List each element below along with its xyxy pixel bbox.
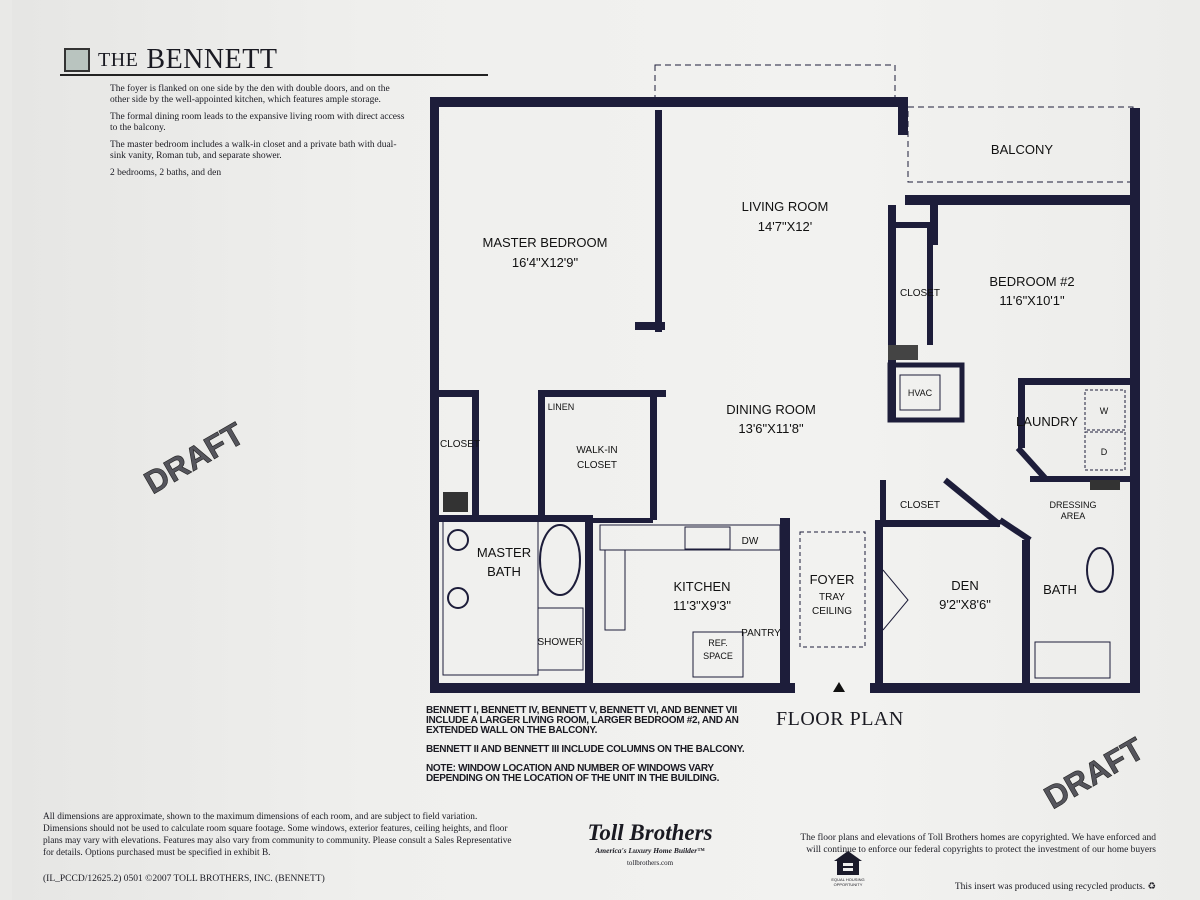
room-master-bath: MASTER bbox=[477, 545, 531, 560]
room-living-dim: 14'7"X12' bbox=[758, 219, 812, 234]
room-balcony: BALCONY bbox=[991, 142, 1053, 157]
room-foyer: FOYER bbox=[810, 572, 855, 587]
equal-housing-text: EQUAL HOUSING OPPORTUNITY bbox=[831, 877, 865, 887]
room-bedroom2-dim: 11'6"X10'1" bbox=[999, 293, 1065, 308]
room-dining-dim: 13'6"X11'8" bbox=[738, 421, 804, 436]
brand-url: tollbrothers.com bbox=[626, 859, 674, 867]
toll-brothers-logo: Toll Brothers America's Luxury Home Buil… bbox=[570, 820, 730, 867]
disclaimer: All dimensions are approximate, shown to… bbox=[43, 812, 512, 858]
walls bbox=[430, 97, 1140, 693]
description-summary: 2 bedrooms, 2 baths, and den bbox=[110, 168, 222, 178]
description-paragraph: The foyer is flanked on one side by the … bbox=[110, 84, 390, 105]
room-master-bath: BATH bbox=[487, 564, 521, 579]
fixtures bbox=[442, 64, 1134, 692]
room-closet: CLOSET bbox=[900, 500, 940, 511]
title-name: BENNETT bbox=[146, 44, 278, 75]
note: BENNETT II AND BENNETT III INCLUDE COLUM… bbox=[426, 744, 745, 755]
room-kitchen: KITCHEN bbox=[673, 579, 730, 594]
room-walkin: CLOSET bbox=[577, 460, 617, 471]
room-pantry: PANTRY bbox=[741, 628, 781, 639]
copyright-notice: The floor plans and elevations of Toll B… bbox=[800, 833, 1156, 855]
tray-ceiling: TRAY bbox=[819, 592, 845, 603]
room-walkin: WALK-IN bbox=[576, 445, 617, 456]
description: The foyer is flanked on one side by the … bbox=[110, 84, 410, 186]
ref-space: REF. bbox=[708, 638, 728, 648]
brand-tagline: America's Luxury Home Builder™ bbox=[595, 846, 705, 855]
room-laundry: LAUNDRY bbox=[1016, 414, 1078, 429]
dishwasher-label: DW bbox=[742, 536, 759, 547]
room-living: LIVING ROOM bbox=[742, 199, 829, 214]
title-rule bbox=[60, 74, 488, 76]
room-den-dim: 9'2"X8'6" bbox=[939, 597, 991, 612]
page-title: THE BENNETT bbox=[64, 44, 277, 76]
room-master: MASTER BEDROOM bbox=[483, 235, 608, 250]
floor-plan-label: FLOOR PLAN bbox=[776, 708, 904, 730]
description-paragraph: The master bedroom includes a walk-in cl… bbox=[110, 140, 397, 161]
room-master-dim: 16'4"X12'9" bbox=[512, 255, 579, 270]
room-closet: CLOSET bbox=[440, 439, 480, 450]
copyright-code: (IL_PCCD/12625.2) 0501 ©2007 TOLL BROTHE… bbox=[43, 874, 325, 884]
variation-notes: BENNETT I, BENNETT IV, BENNETT V, BENNET… bbox=[426, 706, 746, 793]
tray-ceiling: CEILING bbox=[812, 606, 852, 617]
recycled-notice: This insert was produced using recycled … bbox=[870, 881, 1156, 892]
room-hvac: HVAC bbox=[908, 388, 933, 398]
room-dining: DINING ROOM bbox=[726, 402, 816, 417]
room-kitchen-dim: 11'3"X9'3" bbox=[673, 598, 731, 613]
note: BENNETT I, BENNETT IV, BENNETT V, BENNET… bbox=[426, 705, 739, 736]
brand-name: Toll Brothers bbox=[587, 820, 713, 845]
washer-label: W bbox=[1100, 406, 1109, 416]
dressing-area: DRESSING bbox=[1049, 500, 1096, 510]
equal-housing-icon: EQUAL HOUSING OPPORTUNITY bbox=[830, 850, 866, 887]
recycle-icon: ♻ bbox=[1147, 882, 1156, 892]
room-bath: BATH bbox=[1043, 582, 1077, 597]
recycled-text: This insert was produced using recycled … bbox=[954, 882, 1146, 892]
room-closet: CLOSET bbox=[900, 288, 940, 299]
note: NOTE: WINDOW LOCATION AND NUMBER OF WIND… bbox=[426, 763, 720, 784]
room-den: DEN bbox=[951, 578, 978, 593]
description-paragraph: The formal dining room leads to the expa… bbox=[110, 112, 405, 133]
room-labels: BALCONY LIVING ROOM 14'7"X12' MASTER BED… bbox=[440, 142, 1109, 661]
room-linen: LINEN bbox=[548, 402, 575, 412]
room-bedroom2: BEDROOM #2 bbox=[989, 274, 1074, 289]
ref-space: SPACE bbox=[703, 651, 733, 661]
brochure-page bbox=[12, 0, 1200, 900]
title-prefix: THE bbox=[98, 48, 139, 71]
room-shower: SHOWER bbox=[538, 637, 583, 648]
dryer-label: D bbox=[1101, 447, 1108, 457]
dressing-area: AREA bbox=[1061, 511, 1086, 521]
title-square-icon bbox=[64, 48, 90, 72]
